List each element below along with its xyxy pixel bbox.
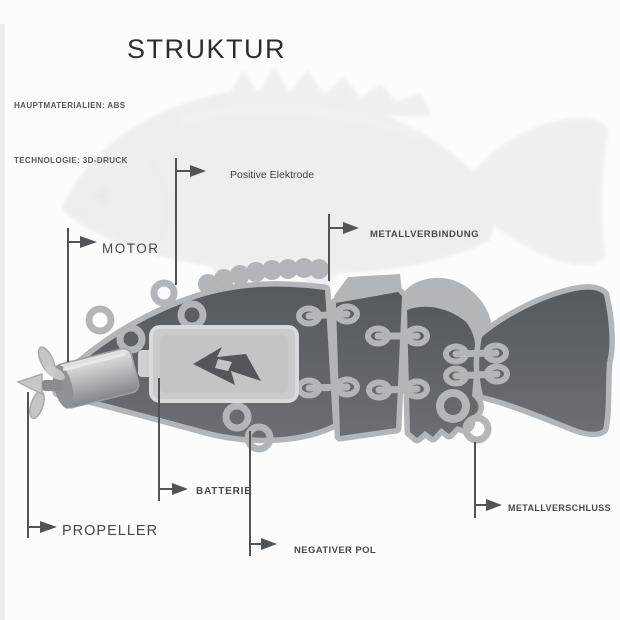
arrowhead-propeller xyxy=(40,521,57,533)
battery-icon xyxy=(138,325,299,403)
label-metal-connection: METALLVERBINDUNG xyxy=(370,229,479,240)
arrowhead-positive-electrode xyxy=(190,165,206,177)
leader-metal-lock xyxy=(474,442,486,518)
label-negative-pole: NEGATIVER POL xyxy=(294,545,377,556)
arrowhead-metal-lock xyxy=(486,499,502,511)
label-metal-lock: METALLVERSCHLUSS xyxy=(508,503,612,513)
leader-propeller xyxy=(27,392,40,538)
arrowhead-negative-pole xyxy=(261,538,277,550)
split-ring-lock xyxy=(436,389,492,444)
page-title: STRUKTUR xyxy=(127,34,286,64)
leader-metal-connection xyxy=(328,214,343,281)
spec-materials: HAUPTMATERIALIEN: ABS xyxy=(14,101,126,110)
tail-fin xyxy=(473,284,615,438)
lightning-bolt-icon xyxy=(193,347,261,385)
page-edge-strip xyxy=(0,24,5,620)
arrowhead-motor xyxy=(80,236,97,248)
spec-technology: TECHNOLOGIE: 3D-DRUCK xyxy=(14,156,128,165)
leader-negative-pole xyxy=(249,431,261,556)
label-propeller: PROPELLER xyxy=(62,523,159,539)
metal-link-connectors xyxy=(296,303,510,401)
arrowhead-battery xyxy=(172,483,188,495)
label-positive-electrode: Positive Elektrode xyxy=(230,169,315,181)
label-motor: MOTOR xyxy=(102,241,160,256)
callout-leader-lines xyxy=(27,158,502,556)
leader-battery xyxy=(158,378,172,501)
arrowhead-metal-connection xyxy=(343,222,359,234)
faded-lure-photo xyxy=(61,66,609,301)
leader-positive-electrode xyxy=(175,158,190,285)
label-battery: BATTERIE xyxy=(196,486,252,497)
propeller-icon xyxy=(16,346,65,420)
leader-motor xyxy=(67,228,80,362)
